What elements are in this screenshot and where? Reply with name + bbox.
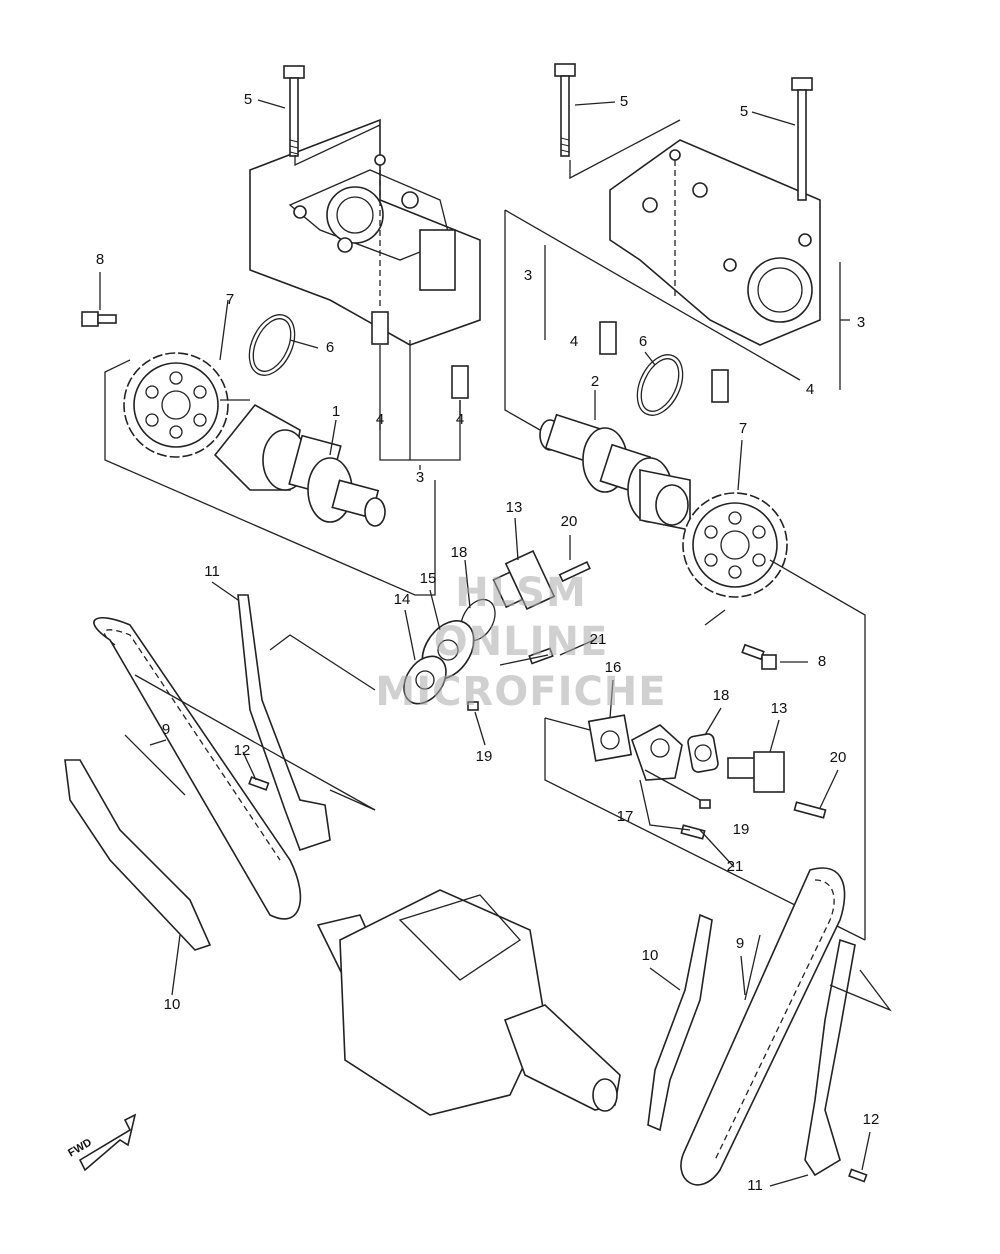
callout-4: 4	[805, 381, 815, 398]
camshaft-1	[213, 403, 386, 527]
watermark-line-3: MICROFICHE	[375, 669, 667, 715]
callout-11: 11	[747, 1177, 763, 1194]
watermark-line-2: ONLINE	[433, 619, 609, 665]
bolt-20-upper	[558, 560, 591, 583]
callout-17: 17	[616, 808, 634, 825]
callout-13: 13	[505, 499, 523, 516]
circlip-6-left	[248, 314, 296, 376]
fwd-arrow	[78, 1113, 137, 1172]
callout-21: 21	[726, 858, 744, 875]
guide-10-left	[64, 759, 212, 951]
chain-9-left	[93, 617, 302, 920]
bolt-20-lower	[793, 801, 827, 819]
bolt-8-right	[741, 643, 777, 670]
guide-11-right	[804, 938, 856, 1177]
plate-16	[587, 714, 633, 762]
sprocket-7-left	[123, 352, 229, 458]
sprocket-7-right	[682, 492, 788, 598]
callout-4: 4	[455, 411, 465, 428]
tensioner-13-lower	[727, 751, 785, 793]
callout-6: 6	[325, 339, 335, 356]
bolt-8-left	[81, 311, 117, 327]
watermark-line-1: HLSM	[455, 570, 587, 616]
callout-12: 12	[862, 1111, 880, 1128]
bolt-5-middle	[554, 63, 576, 157]
left-camshaft-cap	[249, 118, 481, 399]
callout-11: 11	[204, 563, 220, 580]
callout-3: 3	[856, 314, 866, 331]
callout-18: 18	[450, 544, 468, 561]
callout-6: 6	[638, 333, 648, 350]
chain-9-right	[680, 867, 846, 1186]
callout-3: 3	[523, 267, 533, 284]
callout-7: 7	[225, 291, 235, 308]
callout-13: 13	[770, 700, 788, 717]
callout-20: 20	[829, 749, 847, 766]
callout-4: 4	[569, 333, 579, 350]
callout-5: 5	[619, 93, 629, 110]
callout-10: 10	[641, 947, 659, 964]
crankshaft	[316, 889, 621, 1116]
callout-5: 5	[243, 91, 253, 108]
callout-9: 9	[735, 935, 745, 952]
callout-8: 8	[817, 653, 827, 670]
body-17	[631, 724, 683, 781]
gasket-14	[403, 655, 447, 705]
callout-20: 20	[560, 513, 578, 530]
callout-19: 19	[475, 748, 493, 765]
bolt-5-left	[283, 65, 305, 157]
circlip-6-right	[636, 354, 684, 416]
callout-3: 3	[415, 469, 425, 486]
callout-1: 1	[331, 403, 341, 420]
guide-10-right	[647, 913, 713, 1132]
callout-16: 16	[604, 659, 622, 676]
callout-7: 7	[738, 420, 748, 437]
callout-9: 9	[161, 721, 171, 738]
callout-5: 5	[739, 103, 749, 120]
bolt-5-right	[791, 77, 813, 201]
right-camshaft-cap	[599, 139, 821, 403]
callout-18: 18	[712, 687, 730, 704]
callout-14: 14	[393, 591, 411, 608]
callout-15: 15	[419, 570, 437, 587]
callout-21: 21	[589, 631, 607, 648]
callout-10: 10	[163, 996, 181, 1013]
callout-2: 2	[590, 373, 600, 390]
gasket-18-lower	[687, 733, 719, 773]
callout-8: 8	[95, 251, 105, 268]
camshaft-2	[539, 413, 691, 531]
guide-11-left	[237, 594, 331, 852]
callout-4: 4	[375, 411, 385, 428]
callout-19: 19	[732, 821, 750, 838]
tensioner-13-upper	[492, 549, 556, 611]
callout-12: 12	[233, 742, 251, 759]
